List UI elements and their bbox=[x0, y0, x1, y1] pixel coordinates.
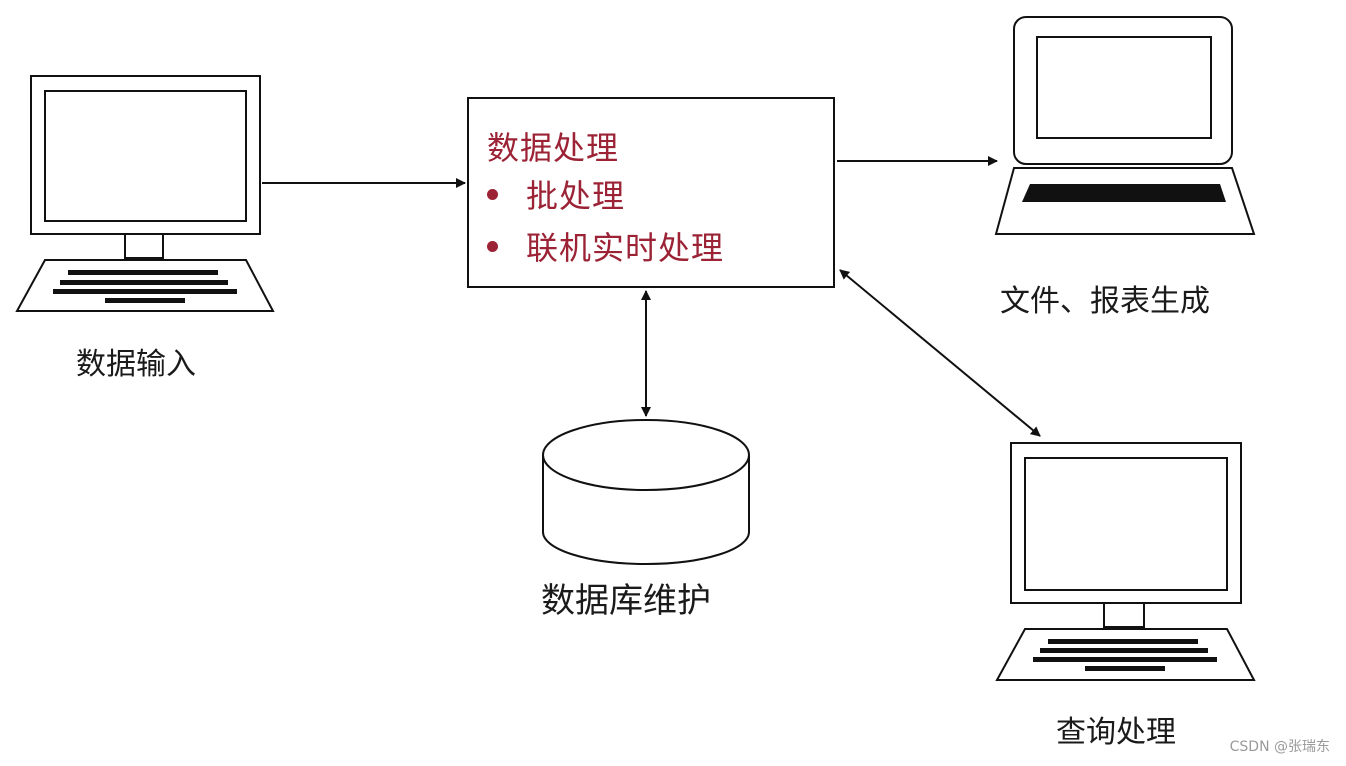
processing-item-label: 批处理 bbox=[526, 177, 626, 215]
bullet-icon bbox=[487, 188, 498, 200]
processing-item-realtime: 联机实时处理 bbox=[487, 223, 724, 269]
desktop-computer-icon bbox=[15, 75, 275, 312]
data-input-label: 数据输入 bbox=[76, 347, 196, 382]
bullet-icon bbox=[487, 240, 498, 252]
file-report-label: 文件、报表生成 bbox=[1000, 284, 1210, 319]
watermark: CSDN @张瑞东 bbox=[1229, 739, 1330, 755]
query-label: 查询处理 bbox=[1056, 715, 1176, 750]
database-label: 数据库维护 bbox=[541, 581, 711, 621]
desktop-computer-icon bbox=[995, 442, 1256, 681]
processing-title: 数据处理 bbox=[487, 129, 620, 167]
database-cylinder-icon bbox=[542, 419, 750, 565]
laptop-icon bbox=[994, 16, 1256, 235]
edge-processing-query bbox=[839, 269, 1041, 437]
processing-node: 数据处理 批处理 联机实时处理 bbox=[467, 97, 835, 288]
processing-item-label: 联机实时处理 bbox=[526, 229, 725, 267]
processing-item-batch: 批处理 bbox=[487, 171, 625, 217]
